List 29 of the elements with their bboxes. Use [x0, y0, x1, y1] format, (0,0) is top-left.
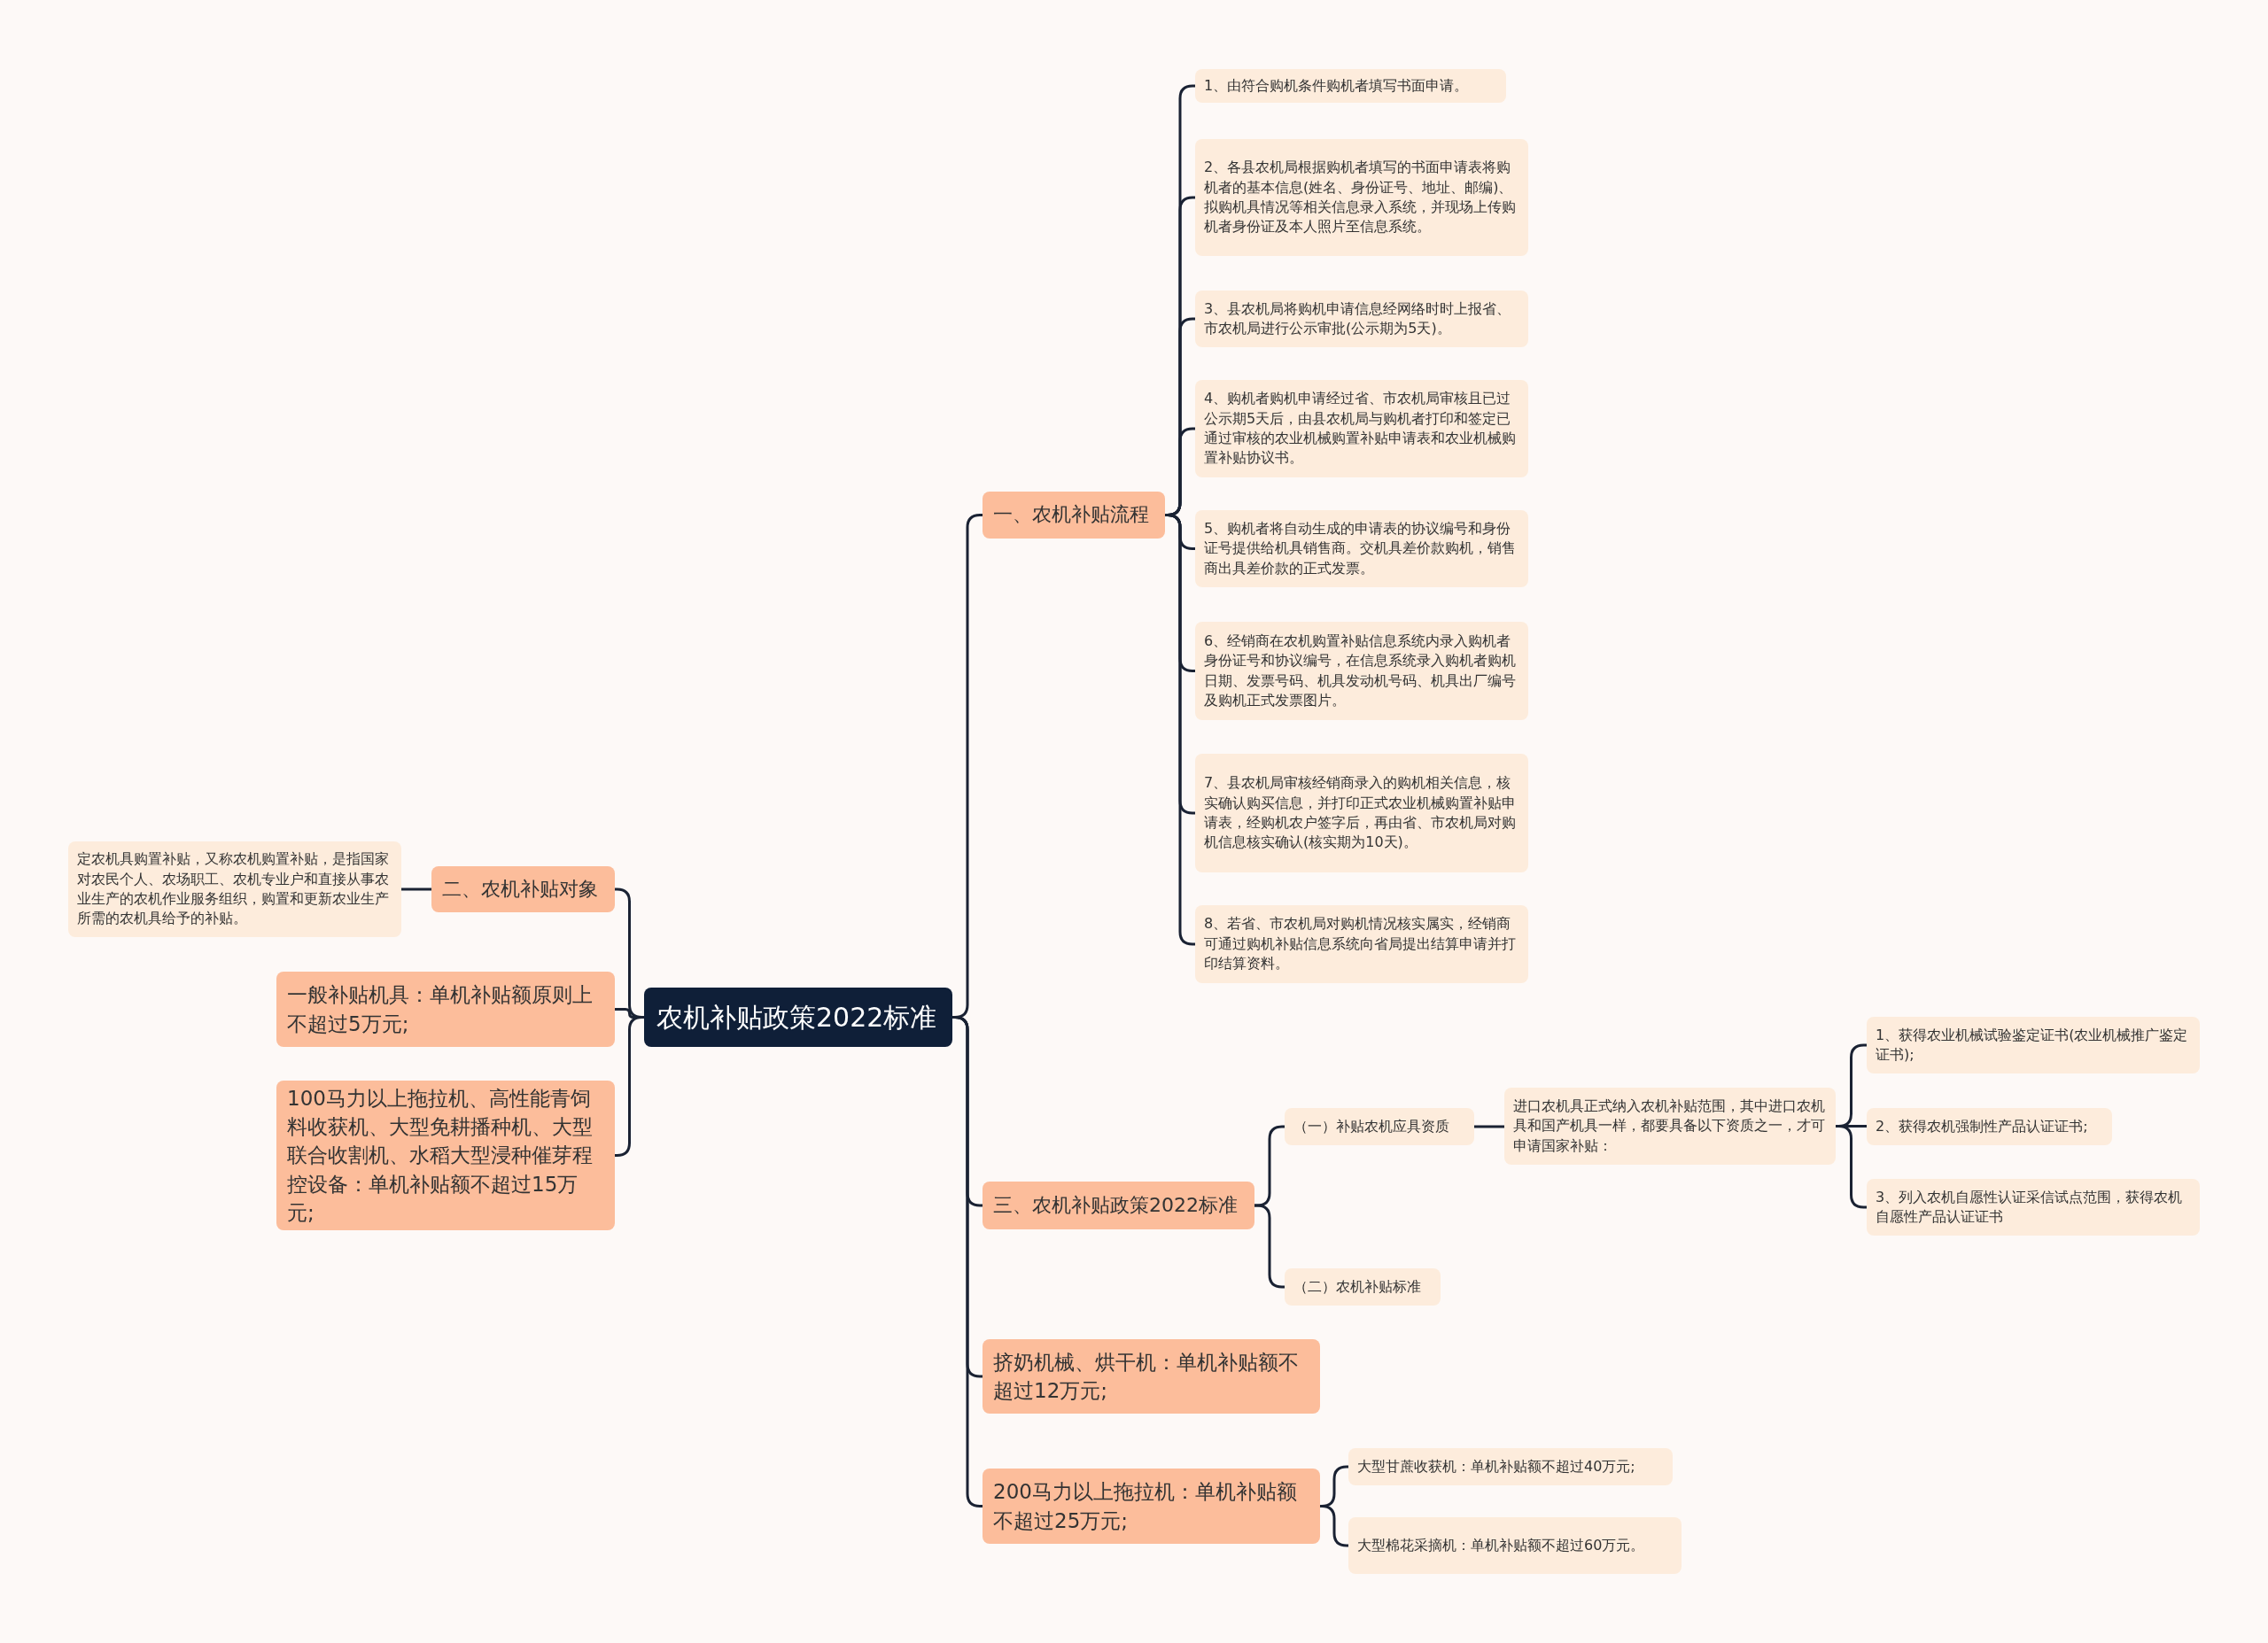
connector-line	[615, 1016, 644, 1157]
detail-box: 1、由符合购机条件购机者填写书面申请。	[1195, 69, 1506, 103]
detail-box: 大型棉花采摘机：单机补贴额不超过60万元。	[1348, 1517, 1682, 1574]
detail-box: 6、经销商在农机购置补贴信息系统内录入购机者身份证号和协议编号，在信息系统录入购机者购机日期、发票号码、机具发动机号码、机具出厂编号及购机正式发票图片。	[1195, 622, 1528, 720]
topic-box: 200马力以上拖拉机：单机补贴额不超过25万元;	[983, 1469, 1320, 1544]
topic-box: 挤奶机械、烘干机：单机补贴额不超过12万元;	[983, 1339, 1320, 1414]
detail-box: 7、县农机局审核经销商录入的购机相关信息，核实确认购买信息，并打印正式农业机械购置补贴申请表，经购机农户签字后，再由省、市农机局对购机信息核实确认(核实期为10天)。	[1195, 754, 1528, 872]
topic-box: 一、农机补贴流程	[983, 492, 1165, 539]
connector-line	[401, 887, 431, 891]
connector-line	[1474, 1125, 1504, 1128]
detail-box: 2、各县农机局根据购机者填写的书面申请表将购机者的基本信息(姓名、身份证号、地址、邮编)、拟购机具情况等相关信息录入系统，并现场上传购机者身份证及本人照片至信息系统。	[1195, 139, 1528, 256]
topic-box: 100马力以上拖拉机、高性能青饲料收获机、大型免耕播种机、大型联合收割机、水稻大型浸种催芽程控设备：单机补贴额不超过15万元;	[276, 1081, 615, 1230]
detail-box: 进口农机具正式纳入农机补贴范围，其中进口农机具和国产机具一样，都要具备以下资质之一，才可申请国家补贴：	[1504, 1088, 1836, 1165]
topic-box: 三、农机补贴政策2022标准	[983, 1182, 1254, 1229]
connector-line	[1320, 1505, 1348, 1547]
topic-box: 一般补贴机具：单机补贴额原则上不超过5万元;	[276, 972, 615, 1047]
detail-box: （二）农机补贴标准	[1285, 1268, 1441, 1306]
detail-box: 3、列入农机自愿性认证采信试点范围，获得农机自愿性产品认证证书	[1867, 1179, 2200, 1236]
topic-box: 二、农机补贴对象	[431, 866, 615, 912]
detail-box: 定农机具购置补贴，又称农机购置补贴，是指国家对农民个人、农场职工、农机专业户和直接从事农业生产的农机作业服务组织，购置和更新农业生产所需的农机具给予的补贴。	[68, 841, 401, 937]
detail-box: 1、获得农业机械试验鉴定证书(农业机械推广鉴定证书);	[1867, 1017, 2200, 1073]
detail-box: （一）补贴农机应具资质	[1285, 1108, 1474, 1145]
detail-box: 2、获得农机强制性产品认证证书;	[1867, 1108, 2112, 1145]
detail-box: 8、若省、市农机局对购机情况核实属实，经销商可通过购机补贴信息系统向省局提出结算申请并打印结算资料。	[1195, 905, 1528, 983]
detail-box: 大型甘蔗收获机：单机补贴额不超过40万元;	[1348, 1448, 1673, 1485]
detail-box: 5、购机者将自动生成的申请表的协议编号和身份证号提供给机具销售商。交机具差价款购机，销售商出具差价款的正式发票。	[1195, 510, 1528, 587]
root-topic-box: 农机补贴政策2022标准	[644, 988, 952, 1047]
detail-box: 4、购机者购机申请经过省、市农机局审核且已过公示期5天后，由县农机局与购机者打印和签定已通过审核的农业机械购置补贴申请表和农业机械购置补贴协议书。	[1195, 380, 1528, 477]
detail-box: 3、县农机局将购机申请信息经网络时时上报省、市农机局进行公示审批(公示期为5天)。	[1195, 291, 1528, 347]
